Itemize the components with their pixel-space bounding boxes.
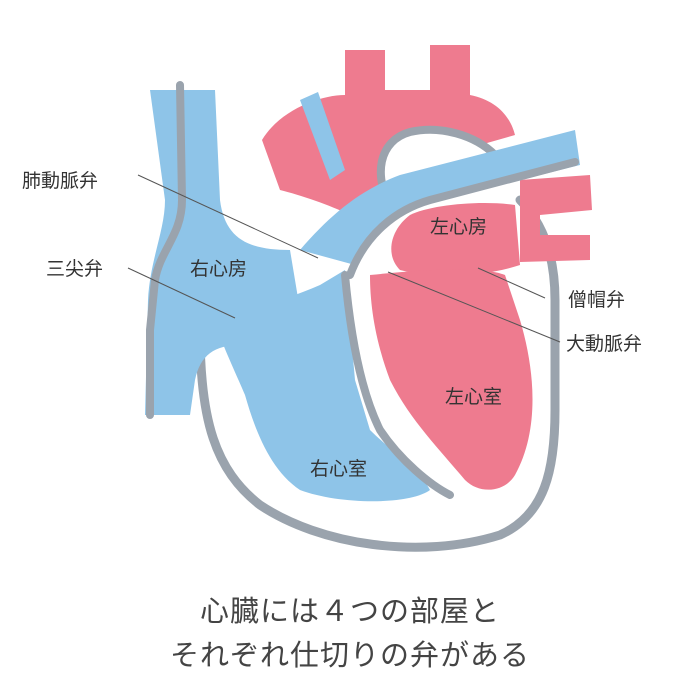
label-tricuspid-valve: 三尖弁	[46, 258, 103, 280]
left-atrium	[391, 203, 520, 276]
caption-line-1: 心臓には４つの部屋と	[199, 594, 500, 628]
label-right-ventricle: 右心室	[310, 458, 367, 480]
caption-line-2: それぞれ仕切りの弁がある	[169, 638, 530, 672]
aorta	[262, 45, 515, 215]
label-left-ventricle: 左心室	[445, 386, 502, 408]
pulmonary-artery-outline	[346, 158, 579, 279]
pulmonary-branch	[300, 92, 345, 180]
leader-pulmonary-valve	[137, 174, 319, 259]
label-right-atrium: 右心房	[190, 258, 247, 280]
label-aortic-valve: 大動脈弁	[566, 333, 642, 355]
label-mitral-valve: 僧帽弁	[568, 289, 625, 311]
septum-outline	[341, 271, 454, 499]
leader-tricuspid-valve	[127, 267, 236, 319]
vena-cava-outline	[146, 81, 187, 419]
left-ventricle	[370, 269, 533, 490]
label-pulmonary-valve: 肺動脈弁	[22, 170, 98, 192]
leader-mitral-valve	[477, 267, 546, 299]
right-ventricle	[215, 270, 430, 502]
heart-outer-wall	[195, 195, 560, 552]
label-left-atrium: 左心房	[430, 216, 487, 238]
aorta-outline	[376, 125, 499, 219]
leader-aortic-valve	[387, 271, 561, 343]
pulmonary-veins	[520, 175, 592, 262]
